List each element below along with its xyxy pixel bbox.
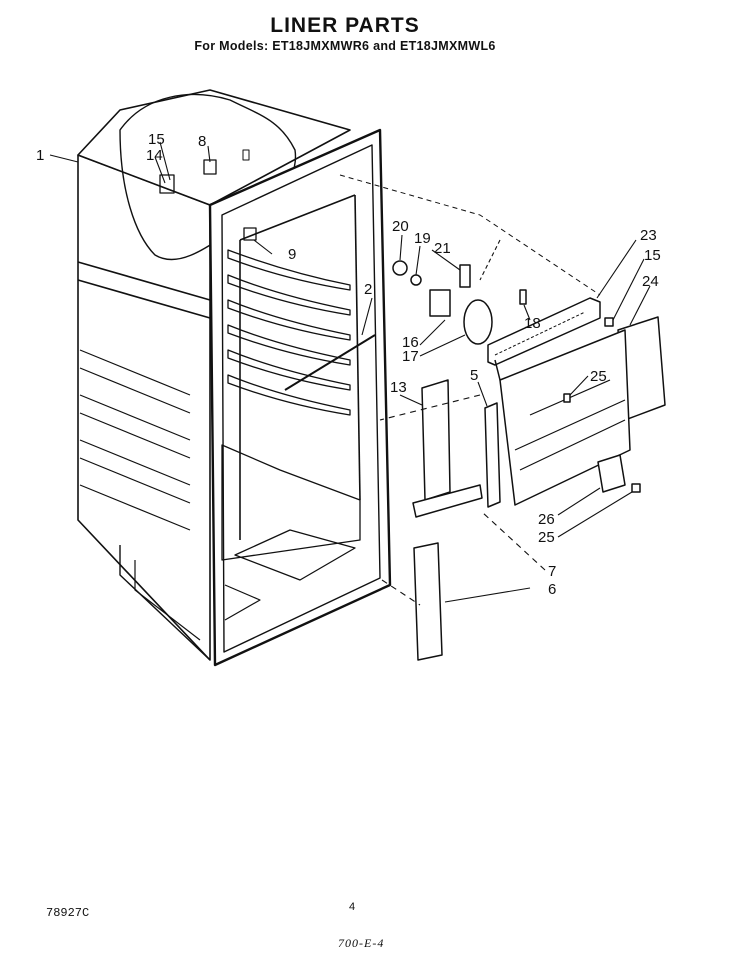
- model-subtitle: For Models: ET18JMXMWR6 and ET18JMXMWL6: [194, 39, 496, 53]
- callout-2: 2: [364, 281, 372, 298]
- callout-5: 5: [470, 367, 478, 384]
- callout-15-top: 15: [148, 131, 165, 148]
- callout-17: 17: [402, 348, 419, 365]
- part-18-screw: [519, 289, 527, 305]
- part-16-fan-blade: [463, 299, 493, 345]
- callout-18: 18: [524, 315, 541, 332]
- handwritten-code: 700-E-4: [338, 936, 385, 950]
- callout-25-mid: 25: [590, 368, 607, 385]
- callout-numbers: 1 15 14 8 9 2 20 19 21 18 16 17 13 5 23 …: [36, 131, 661, 598]
- callout-23: 23: [640, 227, 657, 244]
- part-25-lower-screw: [631, 483, 641, 493]
- part-23-fan-housing: [487, 297, 601, 366]
- evaporator-cover: [499, 329, 631, 506]
- callout-14: 14: [146, 147, 163, 164]
- part-17-motor: [429, 289, 451, 317]
- part-25-screw: [563, 393, 571, 403]
- part-21-clip: [459, 264, 471, 288]
- cabinet-top: [77, 89, 351, 206]
- part-7-bracket: [412, 484, 483, 518]
- callout-1: 1: [36, 147, 44, 164]
- callout-16: 16: [402, 334, 419, 351]
- part-6-panel: [413, 542, 443, 661]
- callout-25-low: 25: [538, 529, 555, 546]
- callout-13: 13: [390, 379, 407, 396]
- liner-shelf-rails: [227, 249, 351, 416]
- callout-21: 21: [434, 240, 451, 257]
- part-19-washer: [410, 274, 422, 286]
- callout-9: 9: [288, 246, 296, 263]
- callout-15-right: 15: [644, 247, 661, 264]
- callout-8: 8: [198, 133, 206, 150]
- callout-19: 19: [414, 230, 431, 247]
- callout-24: 24: [642, 273, 659, 290]
- part-20-grommet: [392, 260, 408, 276]
- part-26-plate: [597, 454, 626, 493]
- callout-6: 6: [548, 581, 556, 598]
- drawing-number: 78927C: [46, 906, 90, 920]
- cabinet-side-panel: [77, 154, 211, 661]
- cabinet-liner-illustration: [77, 89, 601, 667]
- callout-7: 7: [548, 563, 556, 580]
- evaporator-assembly-parts: [392, 260, 666, 661]
- leader-lines: [49, 141, 651, 606]
- door-frame: [208, 128, 392, 667]
- callout-20: 20: [392, 218, 409, 235]
- callout-26: 26: [538, 511, 555, 528]
- page-title: LINER PARTS: [270, 14, 420, 37]
- part-13-cover: [421, 379, 451, 501]
- part-15-screw: [604, 317, 614, 327]
- part-5-channel: [484, 402, 501, 508]
- page-number: 4: [349, 901, 356, 913]
